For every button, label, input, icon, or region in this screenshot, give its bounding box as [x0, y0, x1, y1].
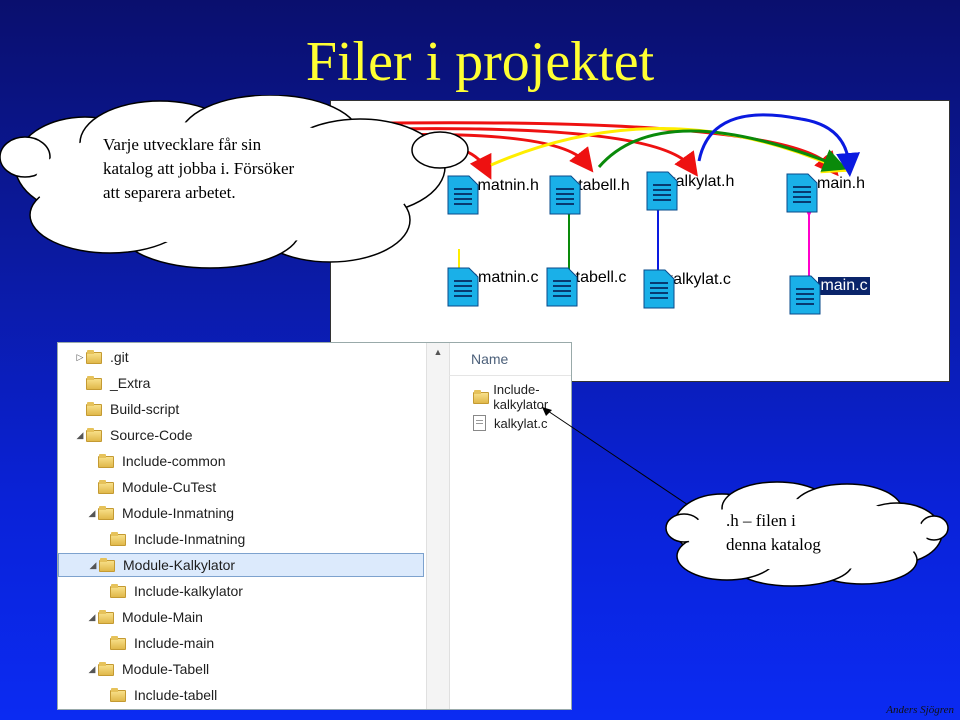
author-credit: Anders Sjögren	[886, 704, 954, 716]
collapse-arrow-icon[interactable]: ◢	[89, 559, 97, 570]
file-tabell-c: tabell.c	[546, 267, 656, 307]
file-inmatnin-c: inmatnin.c	[447, 267, 557, 307]
source-file-icon	[643, 269, 675, 309]
folder-icon	[98, 454, 114, 468]
header-callout-text: .h – filen i denna katalog	[726, 511, 821, 554]
folder-icon	[86, 376, 102, 390]
header-file-icon	[786, 173, 818, 213]
developer-callout-cloud	[0, 95, 469, 269]
folder-icon	[98, 506, 114, 520]
header-file-icon	[646, 171, 678, 211]
developer-callout-text: Varje utvecklare får sin katalog att job…	[103, 135, 295, 202]
list-item-kalkylat-c[interactable]: kalkylat.c	[473, 413, 547, 433]
file-explorer: ▷.git _Extra Build-script ◢Source-Code I…	[57, 342, 572, 710]
folder-icon	[473, 390, 490, 404]
list-item-include-kalkylator[interactable]: Include-kalkylator	[473, 382, 571, 412]
header-file-icon	[549, 175, 581, 215]
folder-icon	[98, 610, 114, 624]
tree-item-module-inmatning[interactable]: ◢Module-Inmatning	[58, 501, 452, 525]
header-divider	[449, 375, 571, 376]
document-icon	[473, 415, 486, 431]
source-file-icon	[546, 267, 578, 307]
folder-tree: ▷.git _Extra Build-script ◢Source-Code I…	[58, 343, 426, 709]
header-file-icon	[447, 175, 479, 215]
header-callout-cloud	[665, 481, 949, 587]
collapse-arrow-icon[interactable]: ◢	[76, 429, 84, 440]
folder-icon	[86, 350, 102, 364]
folder-icon	[110, 688, 126, 702]
folder-icon	[98, 662, 114, 676]
file-kalkylat-h: kalkylat.h	[646, 171, 756, 211]
file-inmatnin-h: inmatnin.h	[447, 175, 557, 215]
tree-item-build-script[interactable]: Build-script	[58, 397, 440, 421]
tree-item-include-kalkylator[interactable]: Include-kalkylator	[58, 579, 464, 603]
scroll-up-icon[interactable]: ▲	[433, 347, 443, 357]
folder-icon	[86, 428, 102, 442]
expand-arrow-icon[interactable]: ▷	[76, 351, 84, 362]
folder-icon	[110, 636, 126, 650]
tree-item-module-main[interactable]: ◢Module-Main	[58, 605, 452, 629]
column-header-name[interactable]: Name	[471, 351, 509, 367]
folder-icon	[99, 558, 115, 572]
tree-item-extra[interactable]: _Extra	[58, 371, 440, 395]
collapse-arrow-icon[interactable]: ◢	[88, 507, 96, 518]
tree-item-include-main[interactable]: Include-main	[58, 631, 464, 655]
tree-item-module-kalkylator[interactable]: ◢Module-Kalkylator	[58, 553, 424, 577]
tree-item-module-tabell[interactable]: ◢Module-Tabell	[58, 657, 452, 681]
file-kalkylat-c: kalkylat.c	[643, 269, 753, 309]
folder-icon	[110, 532, 126, 546]
file-tabell-h: tabell.h	[549, 175, 659, 215]
tree-item-include-tabell[interactable]: Include-tabell	[58, 683, 464, 707]
callout-pointer-line	[541, 406, 701, 514]
file-main-c: main.c	[789, 275, 899, 315]
collapse-arrow-icon[interactable]: ◢	[88, 611, 96, 622]
folder-icon	[98, 480, 114, 494]
tree-item-source-code[interactable]: ◢Source-Code	[58, 423, 440, 447]
source-file-icon	[789, 275, 821, 315]
tree-item-include-inmatning[interactable]: Include-Inmatning	[58, 527, 464, 551]
file-list: Name Include-kalkylator kalkylat.c	[449, 343, 571, 709]
file-main-h: main.h	[786, 173, 896, 213]
tree-item-module-cutest[interactable]: Module-CuTest	[58, 475, 452, 499]
tree-item-include-common[interactable]: Include-common	[58, 449, 452, 473]
collapse-arrow-icon[interactable]: ◢	[88, 663, 96, 674]
folder-icon	[86, 402, 102, 416]
tree-item-git[interactable]: ▷.git	[58, 345, 440, 369]
slide-title: Filer i projektet	[305, 31, 655, 93]
folder-icon	[110, 584, 126, 598]
tree-scrollbar[interactable]: ▲	[426, 343, 450, 709]
source-file-icon	[447, 267, 479, 307]
